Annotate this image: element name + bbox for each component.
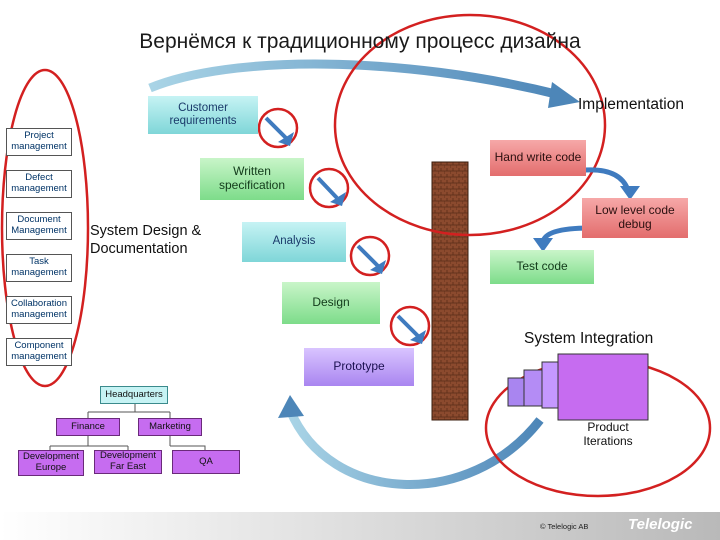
low-level-debug-box: Low level code debug [582,198,688,238]
analysis-box: Analysis [242,222,346,262]
design-box: Design [282,282,380,324]
org-marketing: Marketing [138,418,202,436]
system-design-label: System Design & Documentation [90,223,202,258]
org-qa: QA [172,450,240,474]
tool-collaboration-management: Collaboration management [6,296,72,324]
tool-defect-management: Defect management [6,170,72,198]
bottom-arc-arrowhead [278,395,304,418]
org-development-europe: Development Europe [18,450,84,476]
bottom-arc-arrow [285,408,544,489]
process-circle-3 [349,235,391,277]
tool-component-management: Component management [6,338,72,366]
org-development-fareast: Development Far East [94,450,162,474]
product-iterations-stack [507,353,649,421]
footer-copyright: © Telelogic AB [540,522,589,531]
footer-bar [0,512,720,540]
hand-write-code-box: Hand write code [490,140,586,176]
prototype-box: Prototype [304,348,414,386]
test-code-box: Test code [490,250,594,284]
org-headquarters: Headquarters [100,386,168,404]
top-arc-arrowhead [548,82,580,108]
customer-requirements-box: Customer requirements [148,96,258,134]
top-arc-arrow [148,59,562,100]
implementation-label: Implementation [578,96,684,113]
process-circle-4 [389,305,431,347]
tool-project-management: Project management [6,128,72,156]
process-circle-1 [257,107,299,149]
page-title: Вернёмся к традиционному процесс дизайна [139,30,581,53]
telelogic-logo: Telelogic [628,516,693,533]
product-iterations-label: Product Iterations [583,420,633,449]
org-finance: Finance [56,418,120,436]
written-specification-box: Written specification [200,158,304,200]
system-integration-label: System Integration [524,330,654,347]
left-red-ellipse [0,68,90,388]
brick-wall [431,161,469,421]
top-red-ellipse [333,13,607,237]
process-circle-2 [308,167,350,209]
tool-document-management: Document Management [6,212,72,240]
tool-task-management: Task management [6,254,72,282]
org-connectors [49,404,206,450]
